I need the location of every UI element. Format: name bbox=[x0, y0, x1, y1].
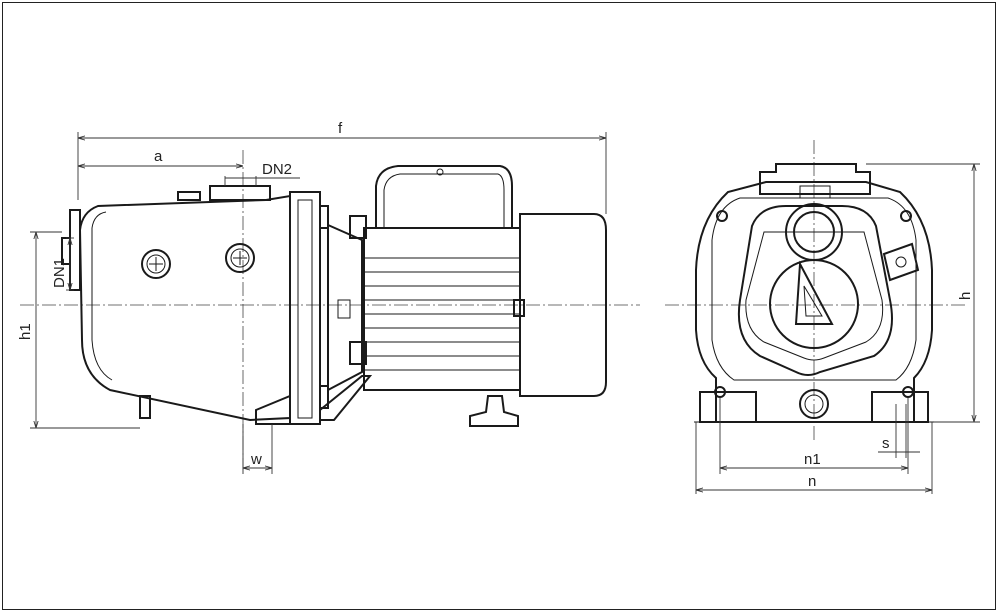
flange-bolt-top bbox=[319, 205, 329, 229]
motor-housing bbox=[363, 227, 521, 391]
dim-h1-label: h1 bbox=[17, 323, 34, 340]
drain-plug bbox=[177, 191, 201, 201]
triangular-frame bbox=[737, 205, 893, 376]
mount-hole-tr bbox=[900, 210, 912, 222]
dim-dn1-label: DN1 bbox=[51, 258, 68, 288]
pump-body-edge bbox=[91, 211, 113, 381]
inlet-flange bbox=[69, 209, 81, 291]
terminal-box bbox=[375, 165, 513, 228]
support-bracket bbox=[319, 375, 373, 421]
pump-body bbox=[78, 194, 291, 422]
motor-foot bbox=[469, 395, 519, 427]
drain-inner bbox=[804, 394, 824, 414]
dim-n-label: n bbox=[808, 473, 816, 490]
front-body-inner bbox=[711, 197, 917, 381]
dim-dn2-label: DN2 bbox=[262, 161, 292, 178]
rear-screw bbox=[225, 243, 255, 273]
dim-a-label: a bbox=[154, 148, 163, 165]
outlet-port bbox=[209, 185, 271, 201]
drain-outer bbox=[799, 389, 829, 419]
flange-foot bbox=[255, 394, 291, 425]
dim-n1-label: n1 bbox=[804, 451, 821, 468]
left-foot bbox=[699, 391, 757, 423]
right-foot bbox=[871, 391, 929, 423]
adaptor bbox=[327, 223, 363, 392]
motor-bolt-bottom bbox=[349, 341, 367, 365]
flange-plate bbox=[289, 191, 321, 425]
dim-w-label: w bbox=[250, 451, 262, 468]
terminal-screw bbox=[436, 168, 444, 176]
top-outlet-block bbox=[759, 163, 871, 195]
outlet-plug bbox=[799, 185, 831, 199]
front-screw bbox=[141, 249, 171, 279]
dim-h-label: h bbox=[957, 292, 974, 300]
logo-circle bbox=[769, 259, 859, 349]
cap-clip bbox=[513, 299, 525, 317]
dim-f-label: f bbox=[338, 120, 343, 137]
motor-bolt-top bbox=[349, 215, 367, 239]
mount-hole-tl bbox=[716, 210, 728, 222]
front-view: h s n1 n bbox=[665, 140, 980, 494]
logo-triangle bbox=[794, 260, 834, 325]
body-foot bbox=[139, 395, 151, 419]
motor-fins bbox=[364, 257, 520, 371]
motor-end-cap bbox=[519, 213, 607, 397]
side-view: f a DN2 DN1 h1 w bbox=[17, 120, 640, 474]
dim-s-label: s bbox=[882, 435, 890, 452]
right-boss bbox=[882, 242, 920, 282]
